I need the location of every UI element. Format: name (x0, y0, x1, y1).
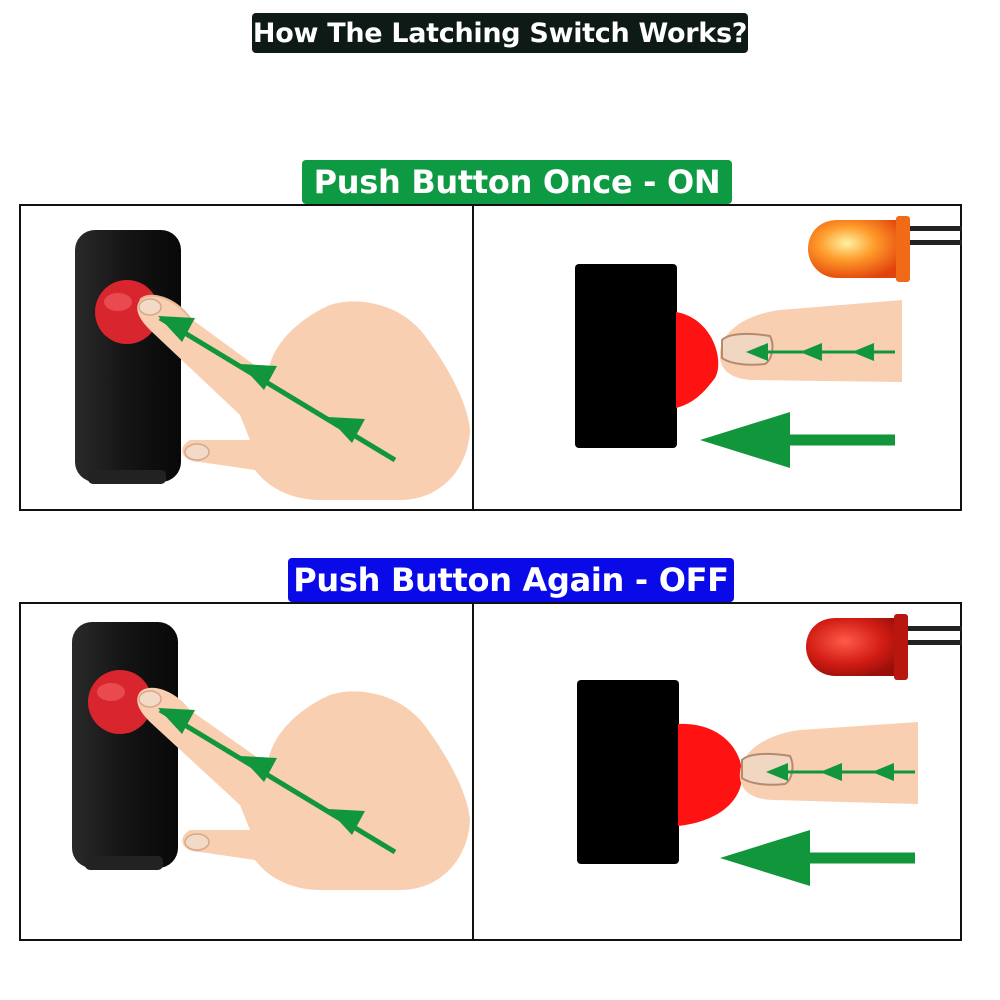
switch-body-side (575, 264, 677, 448)
pressed-button (676, 312, 719, 408)
led-off (806, 614, 962, 680)
switch-hand-off-illustration (72, 622, 470, 890)
switch-body-side (577, 680, 679, 864)
hand (137, 295, 470, 500)
diagram-title: How The Latching Switch Works? (252, 13, 748, 53)
released-button (678, 723, 743, 826)
side-view-off-illustration (577, 614, 962, 886)
step-off-label: Push Button Again - OFF (288, 558, 734, 602)
step-on-label: Push Button Once - ON (302, 160, 732, 204)
switch-hand-on-illustration (75, 230, 470, 500)
switch-body (72, 622, 178, 868)
led-on (808, 216, 962, 282)
switch-body (75, 230, 181, 482)
hand (137, 687, 470, 890)
side-view-on-illustration (575, 216, 962, 468)
